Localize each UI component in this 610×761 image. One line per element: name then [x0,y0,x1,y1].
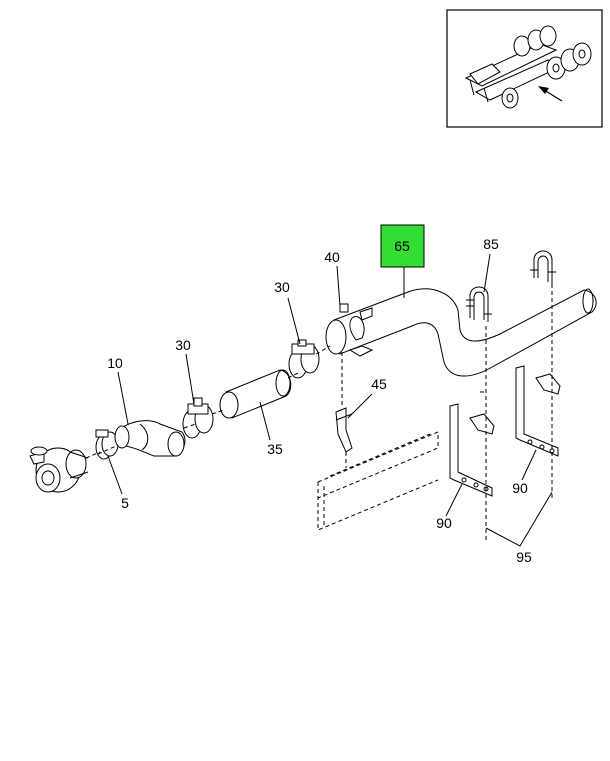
vehicle-chassis-locator-icon [464,25,592,109]
hanger-90-left [449,403,495,497]
leader-10 [117,371,129,425]
leader-90-left [445,483,463,517]
callout-30-upper: 30 [274,279,290,295]
leader-40 [336,265,341,307]
leader-lines [107,253,553,547]
elbow-10 [114,420,186,457]
callout-35: 35 [267,441,283,457]
clamp-30-lower [182,397,214,439]
callout-10: 10 [107,355,123,371]
clamp-30-upper [288,339,320,379]
leader-35 [259,401,271,441]
callout-30-lower: 30 [175,337,191,353]
alignment-lines [97,284,553,540]
leader-95 [485,491,553,547]
highlight-box-65 [380,224,425,268]
leader-30-upper [287,297,301,345]
bracket-45 [335,407,353,453]
callout-95: 95 [516,549,532,565]
hanger-90-right [515,365,561,457]
leader-90-right [521,449,537,481]
frame-rail [317,431,439,531]
callout-85: 85 [483,236,499,252]
leader-45 [347,393,373,419]
leader-30-lower [185,353,195,405]
u-bolt-85 [466,286,492,322]
turbocharger [29,446,89,493]
clamp-5 [85,429,119,460]
callout-45: 45 [371,376,387,392]
leader-85 [483,253,491,293]
leader-5 [107,455,123,495]
callout-90-left: 90 [436,515,452,531]
callout-65: 65 [394,238,410,254]
pipe-35 [219,369,292,419]
locator-inset [446,9,603,128]
exhaust-pipe-65 [325,288,597,377]
callout-90-right: 90 [512,480,528,496]
locator-arrow-icon [538,86,563,102]
callout-labels: 65 85 40 30 30 10 45 35 5 90 90 95 [107,236,532,565]
callout-40: 40 [324,249,340,265]
callout-5: 5 [121,495,129,511]
u-bolt-right [530,250,556,284]
